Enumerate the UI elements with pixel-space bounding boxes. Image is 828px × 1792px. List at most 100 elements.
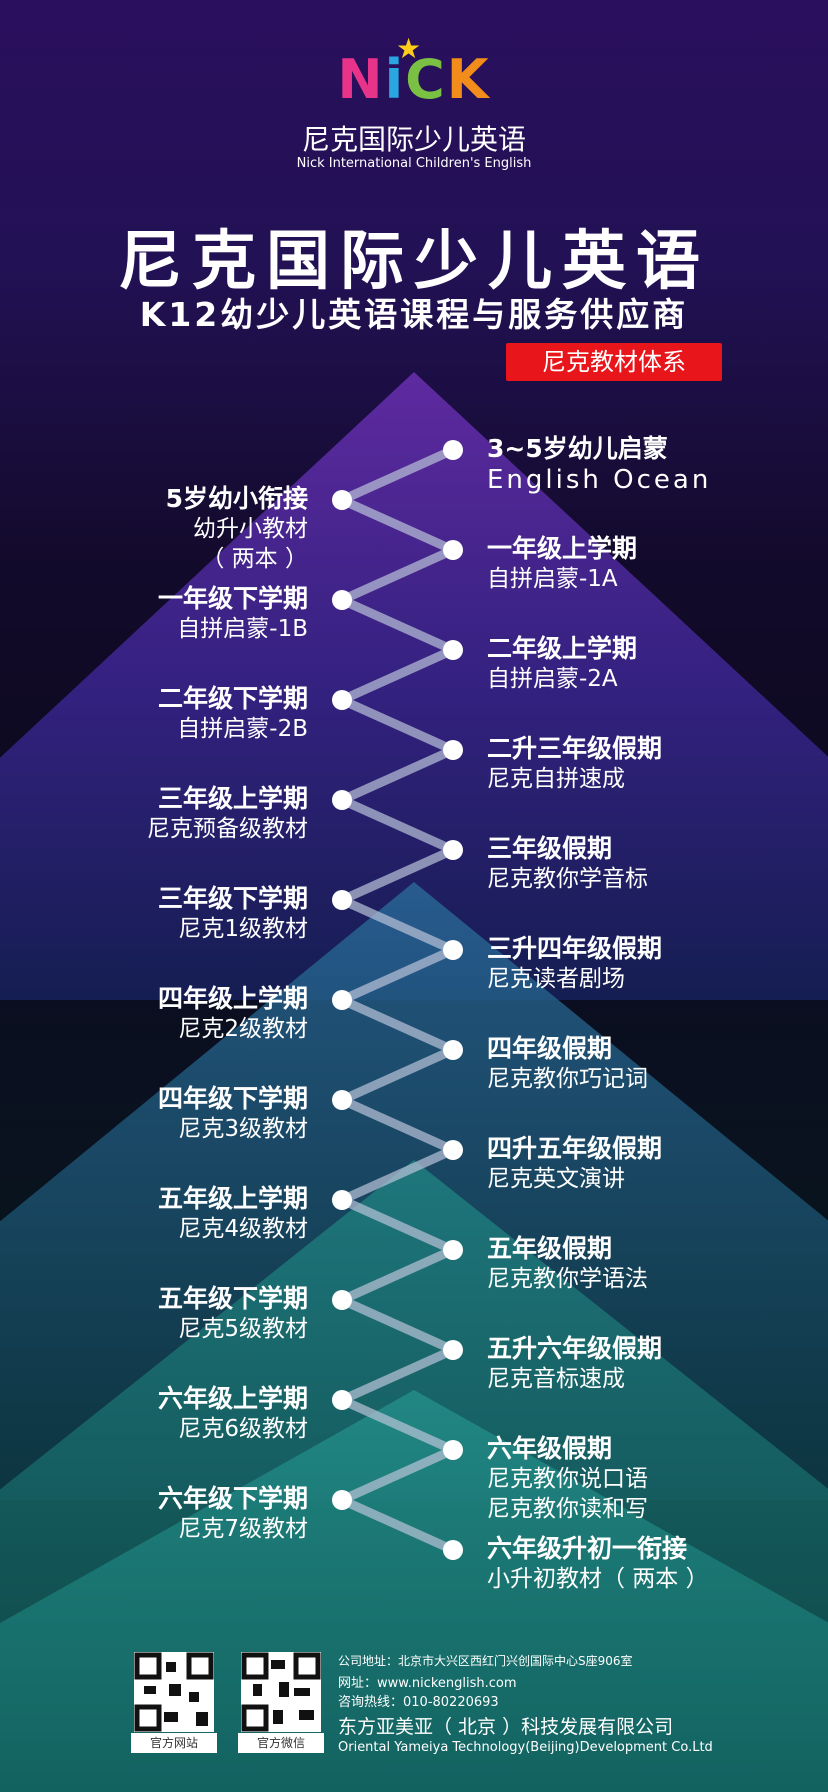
timeline-item: 五年级下学期尼克5级教材 bbox=[0, 1284, 308, 1344]
logo-letter: N bbox=[337, 48, 385, 111]
star-icon: ★ bbox=[396, 32, 422, 65]
timeline-item-title: 六年级升初一衔接 bbox=[487, 1534, 688, 1563]
footer-company-cn: 东方亚美亚（ 北京 ）科技发展有限公司 bbox=[338, 1716, 674, 1738]
timeline-dot bbox=[443, 740, 463, 760]
timeline-item-title: 三年级假期 bbox=[487, 834, 613, 863]
timeline-dot bbox=[332, 1090, 352, 1110]
timeline-item-title: 六年级上学期 bbox=[157, 1384, 308, 1413]
timeline-item-title: 六年级下学期 bbox=[157, 1484, 308, 1513]
timeline-item-detail: 尼克预备级教材 bbox=[147, 816, 308, 842]
footer-address: 公司地址：北京市大兴区西红门兴创国际中心S座906室 bbox=[338, 1654, 633, 1668]
timeline-item-detail: 尼克英文演讲 bbox=[487, 1166, 625, 1192]
timeline-item-title: 五升六年级假期 bbox=[487, 1334, 663, 1363]
timeline-item-title: 四升五年级假期 bbox=[487, 1134, 663, 1163]
timeline-item-detail: 自拼启蒙-2A bbox=[487, 666, 618, 692]
timeline-item-title: 一年级下学期 bbox=[157, 584, 308, 613]
timeline-item: 六年级下学期尼克7级教材 bbox=[0, 1484, 308, 1544]
logo-cn-name: 尼克国际少儿英语 bbox=[301, 123, 526, 156]
logo-letter: i bbox=[384, 48, 406, 111]
timeline-item-detail: 尼克4级教材 bbox=[178, 1216, 308, 1242]
timeline-item-detail: 尼克音标速成 bbox=[487, 1366, 625, 1392]
logo-letter: K bbox=[446, 48, 491, 111]
timeline-item-title: 四年级上学期 bbox=[157, 984, 308, 1013]
timeline-dot bbox=[332, 890, 352, 910]
timeline-item-detail: 尼克7级教材 bbox=[178, 1516, 308, 1542]
timeline-item: 六年级升初一衔接小升初教材（ 两本 ） bbox=[487, 1534, 807, 1594]
timeline-item-title: 五年级下学期 bbox=[157, 1284, 308, 1313]
timeline-item-title: 三年级上学期 bbox=[157, 784, 308, 813]
timeline-item-detail: 小升初教材（ 两本 ） bbox=[487, 1566, 709, 1592]
timeline-dot bbox=[443, 1340, 463, 1360]
timeline-item: 三年级下学期尼克1级教材 bbox=[0, 884, 308, 944]
timeline-dot bbox=[332, 590, 352, 610]
timeline-dot bbox=[443, 1040, 463, 1060]
footer-company-en: Oriental Yameiya Technology(Beijing)Deve… bbox=[338, 1740, 713, 1755]
timeline-item-detail: 自拼启蒙-1B bbox=[177, 616, 308, 642]
timeline-item: 四年级上学期尼克2级教材 bbox=[0, 984, 308, 1044]
timeline-item-detail: 尼克6级教材 bbox=[178, 1416, 308, 1442]
timeline-item-detail: 自拼启蒙-1A bbox=[487, 566, 618, 592]
timeline-item-title: 四年级下学期 bbox=[157, 1084, 308, 1113]
timeline-item-title: 3~5岁幼儿启蒙 bbox=[487, 434, 668, 463]
timeline-item-detail: 幼升小教材 bbox=[193, 516, 308, 542]
timeline-item-title: 5岁幼小衔接 bbox=[165, 484, 308, 513]
timeline-dot bbox=[443, 840, 463, 860]
timeline-dot bbox=[332, 690, 352, 710]
qr-code-wechat bbox=[241, 1652, 321, 1732]
timeline-dot bbox=[443, 940, 463, 960]
timeline-item: 三年级上学期尼克预备级教材 bbox=[0, 784, 308, 844]
timeline-item: 二年级上学期自拼启蒙-2A bbox=[487, 634, 807, 694]
timeline-dot bbox=[332, 1390, 352, 1410]
timeline-item: 五升六年级假期尼克音标速成 bbox=[487, 1334, 807, 1394]
timeline-item: 四升五年级假期尼克英文演讲 bbox=[487, 1134, 807, 1194]
timeline-item: 二升三年级假期尼克自拼速成 bbox=[487, 734, 807, 794]
footer-website: 网址：www.nickenglish.com bbox=[338, 1676, 517, 1691]
page-title: 尼克国际少儿英语 bbox=[118, 225, 710, 299]
timeline-item-title: 五年级假期 bbox=[487, 1234, 613, 1263]
timeline-item: 三升四年级假期尼克读者剧场 bbox=[487, 934, 807, 994]
timeline-item-detail: 尼克自拼速成 bbox=[487, 766, 625, 792]
timeline-item-detail: 尼克教你说口语 bbox=[487, 1466, 648, 1492]
timeline-item-title: 二升三年级假期 bbox=[487, 734, 663, 763]
timeline-item-title: 四年级假期 bbox=[487, 1034, 613, 1063]
timeline-dot bbox=[443, 1240, 463, 1260]
timeline-dot bbox=[443, 440, 463, 460]
timeline-item: 五年级假期尼克教你学语法 bbox=[487, 1234, 807, 1294]
timeline-dot bbox=[332, 490, 352, 510]
timeline-dot bbox=[332, 990, 352, 1010]
timeline-item-detail: 尼克1级教材 bbox=[178, 916, 308, 942]
page-subtitle: K12幼少儿英语课程与服务供应商 bbox=[139, 295, 689, 334]
logo-en-name: Nick International Children's English bbox=[296, 156, 532, 171]
timeline-item: 5岁幼小衔接幼升小教材（ 两本 ） bbox=[0, 484, 308, 574]
qr-icon bbox=[134, 1652, 214, 1732]
qr-label-website: 官方网站 bbox=[131, 1733, 217, 1753]
timeline-dot bbox=[443, 1140, 463, 1160]
curriculum-tag: 尼克教材体系 bbox=[506, 343, 722, 381]
nick-logo: NiCK bbox=[0, 48, 828, 111]
timeline-item-detail: 尼克5级教材 bbox=[178, 1316, 308, 1342]
qr-code-website bbox=[134, 1652, 214, 1732]
timeline-item-detail: 尼克教你读和写 bbox=[487, 1496, 648, 1522]
timeline-item-title: 六年级假期 bbox=[487, 1434, 613, 1463]
timeline-dot bbox=[443, 1540, 463, 1560]
timeline-item-detail: 尼克3级教材 bbox=[178, 1116, 308, 1142]
timeline-item-title: 五年级上学期 bbox=[157, 1184, 308, 1213]
timeline-item: 一年级下学期自拼启蒙-1B bbox=[0, 584, 308, 644]
timeline-dot bbox=[332, 790, 352, 810]
timeline-dot bbox=[332, 1290, 352, 1310]
timeline-dot bbox=[332, 1190, 352, 1210]
timeline-item: 三年级假期尼克教你学音标 bbox=[487, 834, 807, 894]
timeline-item: 四年级假期尼克教你巧记词 bbox=[487, 1034, 807, 1094]
logo-letter: C bbox=[405, 48, 447, 111]
timeline-item-detail: 尼克教你巧记词 bbox=[487, 1066, 648, 1092]
timeline-dot bbox=[332, 1490, 352, 1510]
qr-label-wechat: 官方微信 bbox=[238, 1733, 324, 1753]
timeline-item-detail: 尼克2级教材 bbox=[178, 1016, 308, 1042]
timeline-item: 五年级上学期尼克4级教材 bbox=[0, 1184, 308, 1244]
timeline-item-title: 三升四年级假期 bbox=[487, 934, 663, 963]
timeline-item-detail: 尼克教你学语法 bbox=[487, 1266, 648, 1292]
timeline-item-title: 三年级下学期 bbox=[157, 884, 308, 913]
